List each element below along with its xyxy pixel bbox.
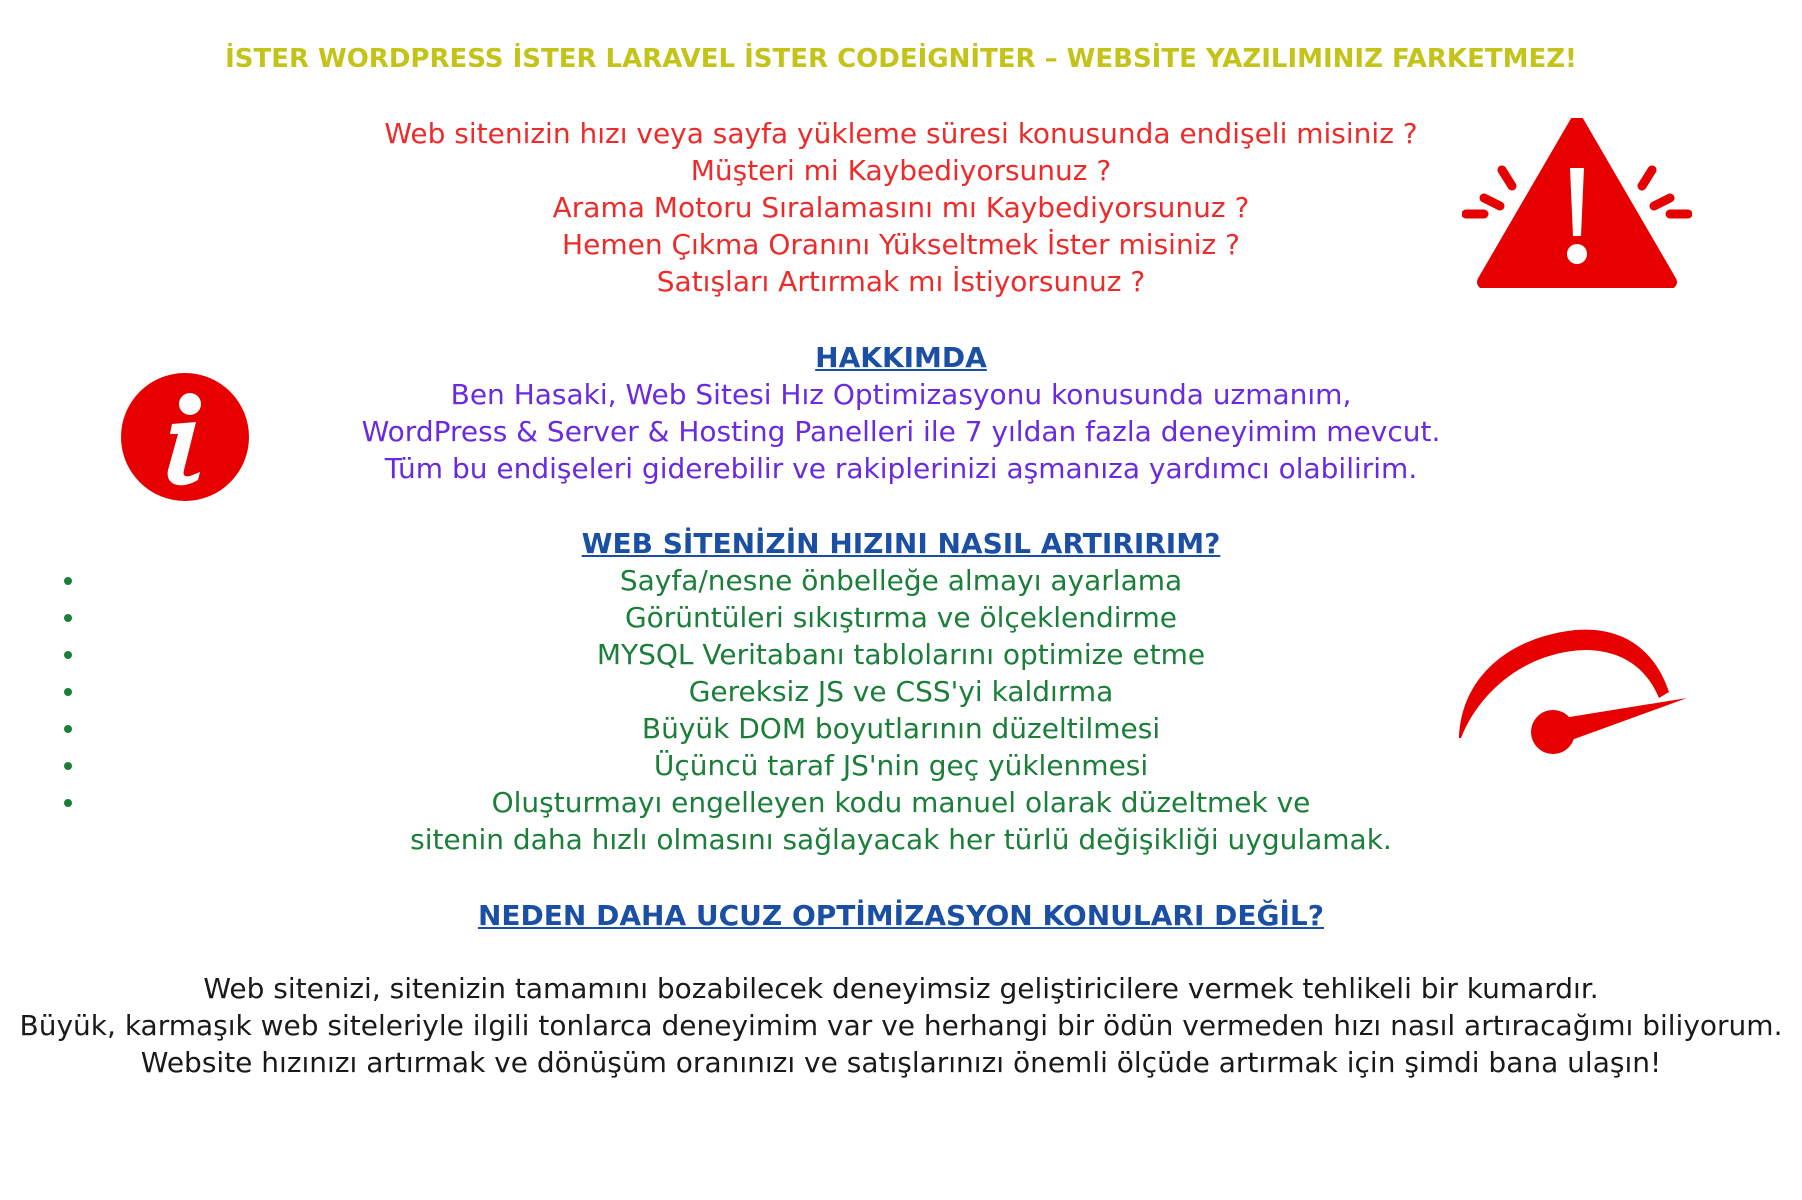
list-item: Üçüncü taraf JS'nin geç yüklenmesi	[653, 749, 1149, 782]
list-bullet	[64, 762, 72, 770]
question-line: Arama Motoru Sıralamasını mı Kaybediyors…	[552, 191, 1250, 224]
info-icon	[121, 373, 249, 501]
list-item-continuation: sitenin daha hızlı olmasını sağlayacak h…	[410, 823, 1392, 856]
list-bullet	[64, 799, 72, 807]
list-item: Gereksiz JS ve CSS'yi kaldırma	[688, 675, 1114, 708]
page-title: İSTER WORDPRESS İSTER LARAVEL İSTER CODE…	[225, 44, 1577, 74]
why-heading: NEDEN DAHA UCUZ OPTİMİZASYON KONULARI DE…	[478, 899, 1324, 932]
list-item: Sayfa/nesne önbelleğe almayı ayarlama	[619, 564, 1183, 597]
why-line: Web sitenizi, sitenizin tamamını bozabil…	[203, 972, 1599, 1005]
speedometer-icon	[1459, 629, 1687, 754]
list-item: Görüntüleri sıkıştırma ve ölçeklendirme	[624, 601, 1178, 634]
list-bullet	[64, 651, 72, 659]
list-bullet	[64, 614, 72, 622]
list-item: MYSQL Veritabanı tablolarını optimize et…	[596, 638, 1206, 671]
question-line: Satışları Artırmak mı İstiyorsunuz ?	[656, 265, 1146, 298]
list-bullet	[64, 688, 72, 696]
list-bullet	[64, 725, 72, 733]
why-line: Büyük, karmaşık web siteleriyle ilgili t…	[19, 1009, 1783, 1042]
about-line: Tüm bu endişeleri giderebilir ve rakiple…	[384, 452, 1418, 485]
list-item: Oluşturmayı engelleyen kodu manuel olara…	[491, 786, 1311, 819]
about-heading: HAKKIMDA	[815, 341, 987, 374]
about-line: Ben Hasaki, Web Sitesi Hız Optimizasyonu…	[450, 378, 1352, 411]
question-line: Hemen Çıkma Oranını Yükseltmek İster mis…	[562, 228, 1240, 261]
warning-icon	[1462, 118, 1692, 288]
list-bullet	[64, 577, 72, 585]
question-line: Web sitenizin hızı veya sayfa yükleme sü…	[384, 117, 1418, 150]
list-item: Büyük DOM boyutlarının düzeltilmesi	[641, 712, 1161, 745]
about-line: WordPress & Server & Hosting Panelleri i…	[361, 415, 1441, 448]
question-line: Müşteri mi Kaybediyorsunuz ?	[690, 154, 1112, 187]
speed-heading: WEB SİTENİZİN HIZINI NASIL ARTIRIRIM?	[581, 527, 1221, 560]
why-line: Website hızınızı artırmak ve dönüşüm ora…	[140, 1046, 1662, 1079]
